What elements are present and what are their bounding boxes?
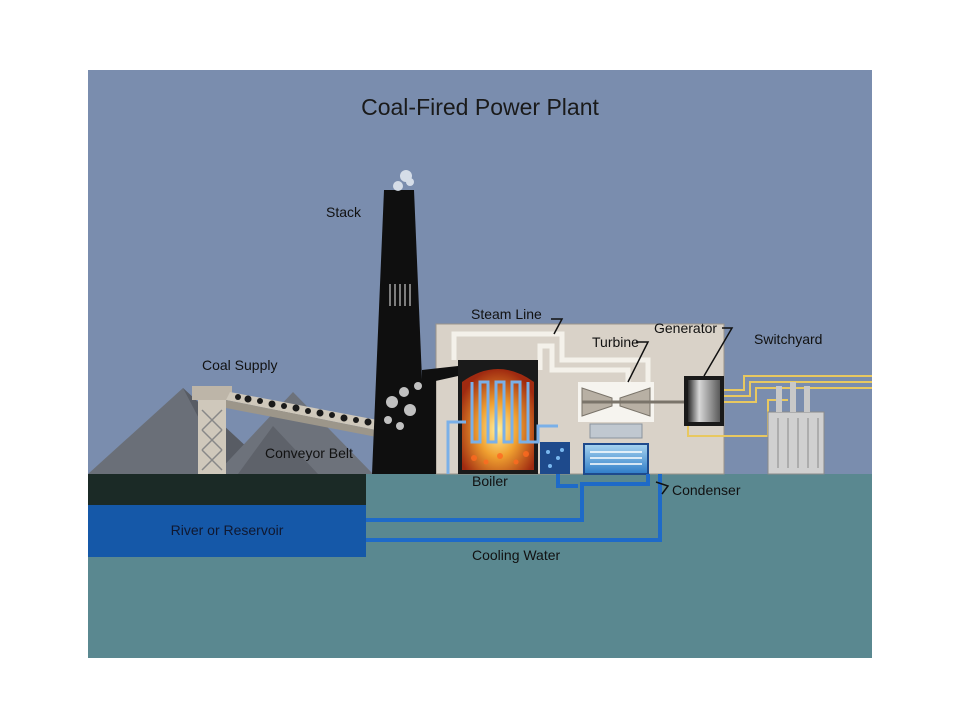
label-boiler: Boiler — [472, 473, 508, 489]
turbine-graphic — [578, 382, 688, 422]
switchyard-transformer — [767, 382, 825, 475]
label-steam-line: Steam Line — [471, 306, 542, 322]
label-stack: Stack — [326, 204, 362, 220]
cooling-water-pipes — [366, 474, 662, 542]
label-condenser: Condenser — [672, 482, 741, 498]
coal-bank — [88, 474, 366, 505]
label-switchyard: Switchyard — [754, 331, 823, 347]
label-cooling-water: Cooling Water — [472, 547, 561, 563]
label-turbine: Turbine — [592, 334, 639, 350]
label-coal-supply: Coal Supply — [202, 357, 278, 373]
condenser-graphic — [540, 423, 649, 475]
power-plant-diagram: Coal-Fired Power Plant Stack Steam Line … — [88, 70, 872, 658]
leader-lines — [551, 318, 734, 495]
generator-graphic — [684, 376, 724, 426]
diagram-graphic — [88, 70, 872, 658]
steam-line — [451, 331, 651, 382]
boiler-graphic — [446, 360, 558, 474]
coal-tower — [192, 386, 232, 474]
label-conveyor-belt: Conveyor Belt — [265, 445, 353, 461]
label-river-or-reservoir: River or Reservoir — [170, 522, 284, 538]
river-reservoir — [88, 505, 366, 557]
smoke-stack — [372, 170, 458, 474]
label-generator: Generator — [654, 320, 718, 336]
diagram-title: Coal-Fired Power Plant — [361, 94, 599, 120]
